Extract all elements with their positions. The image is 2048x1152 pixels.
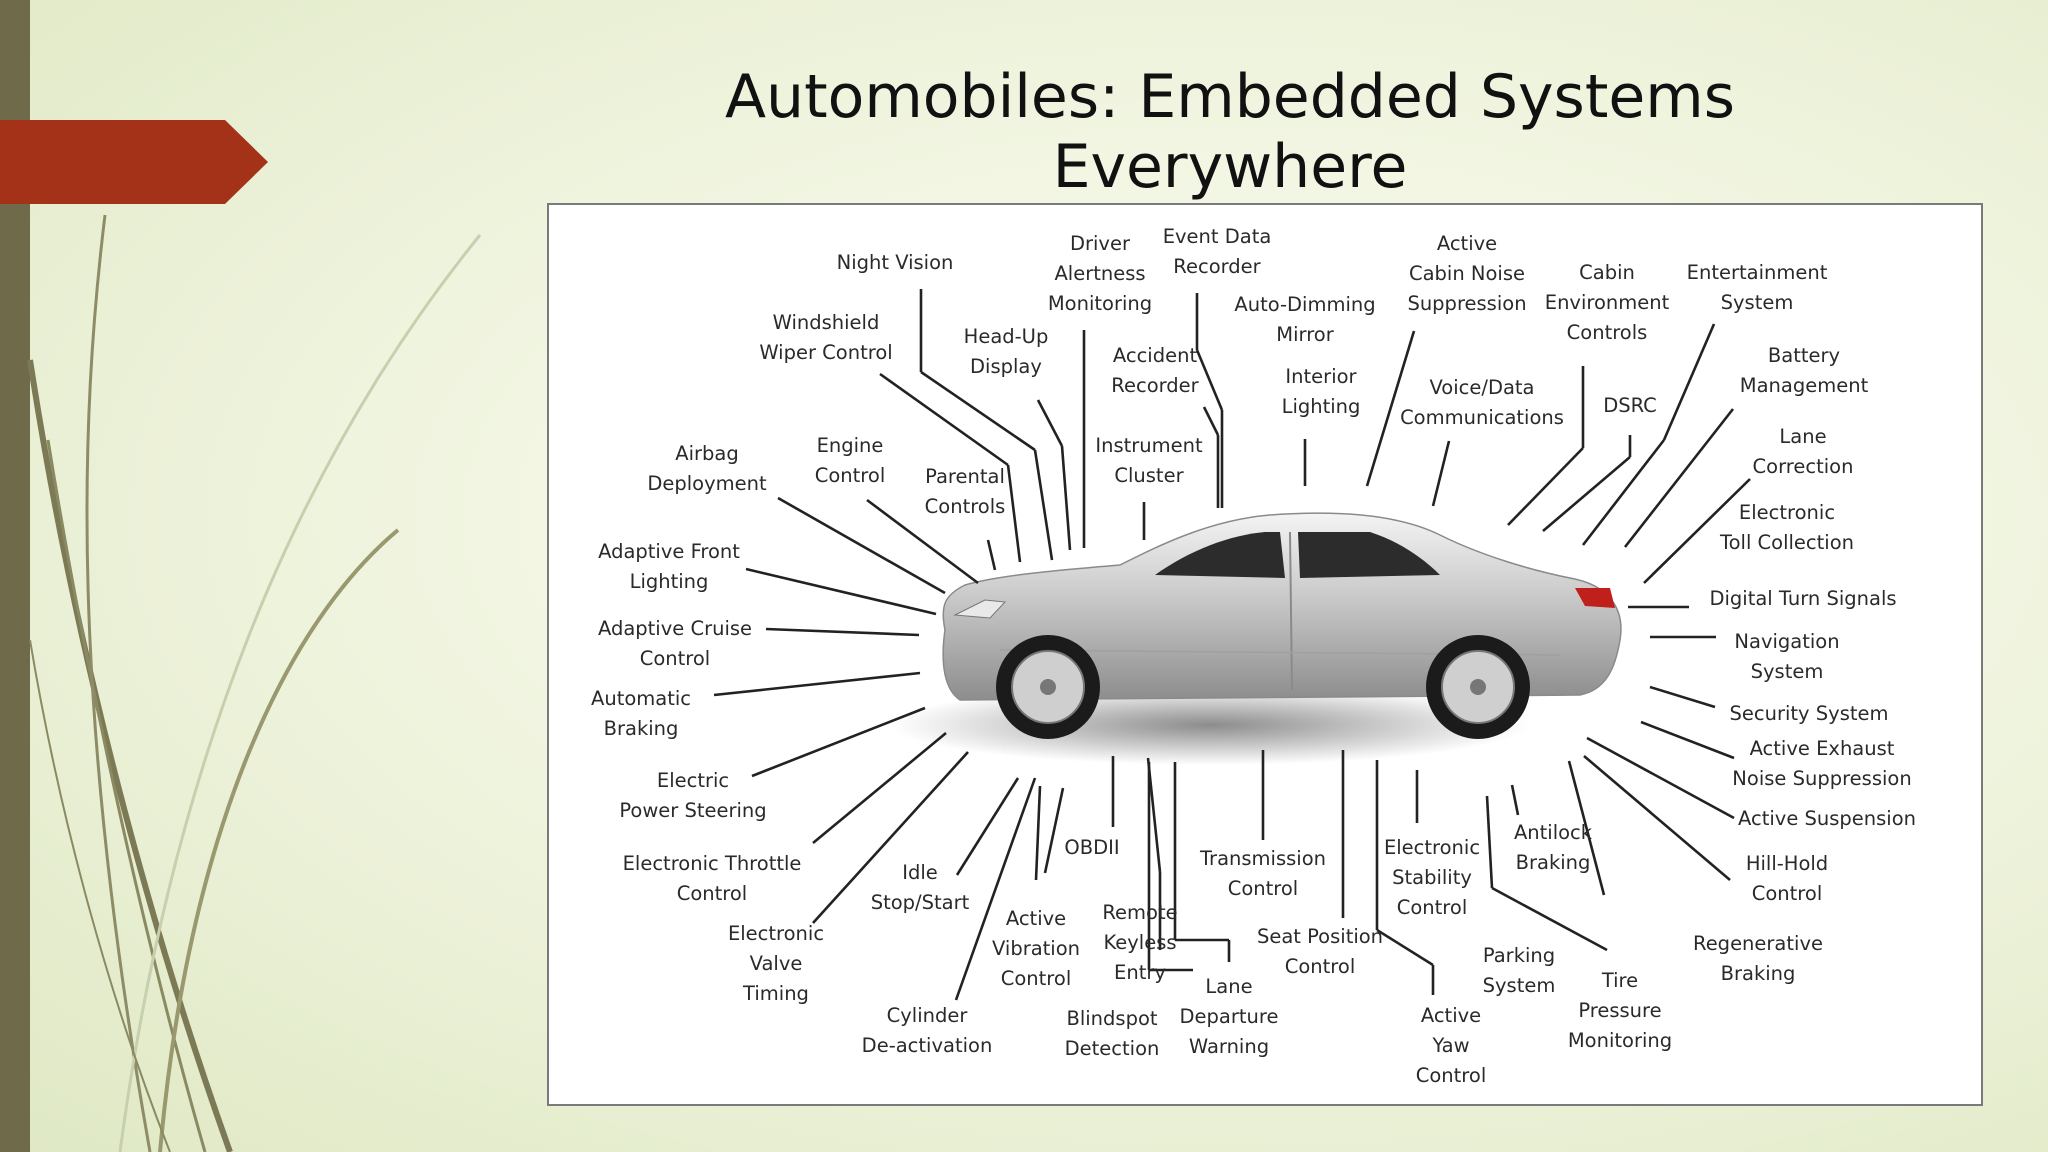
leader-line <box>1034 785 1042 881</box>
leader-line <box>1662 323 1716 441</box>
front-wheel <box>996 635 1100 739</box>
leader-line <box>1623 408 1735 548</box>
decorative-vines <box>27 214 482 1152</box>
diagram-frame <box>547 203 1983 1106</box>
leader-line <box>1033 449 1054 561</box>
tail-light <box>1575 588 1615 608</box>
leader-line <box>1060 445 1072 551</box>
leader-line <box>812 731 947 845</box>
leader-line <box>1640 720 1735 760</box>
title-accent-arrow <box>0 120 268 204</box>
leader-line <box>1510 784 1520 816</box>
leader-line <box>1036 399 1064 447</box>
leader-line <box>866 498 979 585</box>
front-window <box>1155 532 1285 578</box>
leader-line <box>812 751 969 924</box>
headlight <box>953 599 1007 619</box>
leader-line <box>1581 439 1666 546</box>
slide-title: Automobiles: Embedded Systems Everywhere <box>725 62 1735 202</box>
leader-line <box>920 370 1036 452</box>
car-illustration <box>890 512 1622 765</box>
leader-line <box>751 706 926 778</box>
leader-line <box>955 777 1020 876</box>
leader-line <box>1586 736 1735 820</box>
leader-line <box>713 671 921 697</box>
leader-line <box>986 539 997 571</box>
embedded-systems-diagram <box>713 289 1751 1001</box>
leader-line <box>954 777 1037 1001</box>
leader-line <box>1491 886 1608 952</box>
leader-line <box>1643 478 1751 584</box>
leader-line <box>1202 406 1220 436</box>
leader-line <box>745 567 937 616</box>
leader-line <box>1649 685 1716 709</box>
leader-line <box>1542 456 1631 532</box>
rear-window <box>1298 532 1440 578</box>
leader-line <box>777 496 946 595</box>
leader-line <box>1431 440 1451 507</box>
leader-line <box>1365 330 1416 487</box>
leader-line <box>1376 928 1434 967</box>
leader-line <box>1485 795 1494 889</box>
leader-line <box>765 627 920 637</box>
leader-line <box>1006 464 1022 563</box>
leader-line <box>879 372 1009 467</box>
leader-line <box>1195 349 1224 411</box>
leader-line <box>1583 755 1731 881</box>
rear-wheel <box>1426 635 1530 739</box>
leader-line <box>1567 760 1606 896</box>
leader-line <box>1507 447 1584 526</box>
leader-lines <box>713 289 1751 1001</box>
door-seam <box>1289 531 1293 691</box>
leader-line <box>1043 787 1065 874</box>
